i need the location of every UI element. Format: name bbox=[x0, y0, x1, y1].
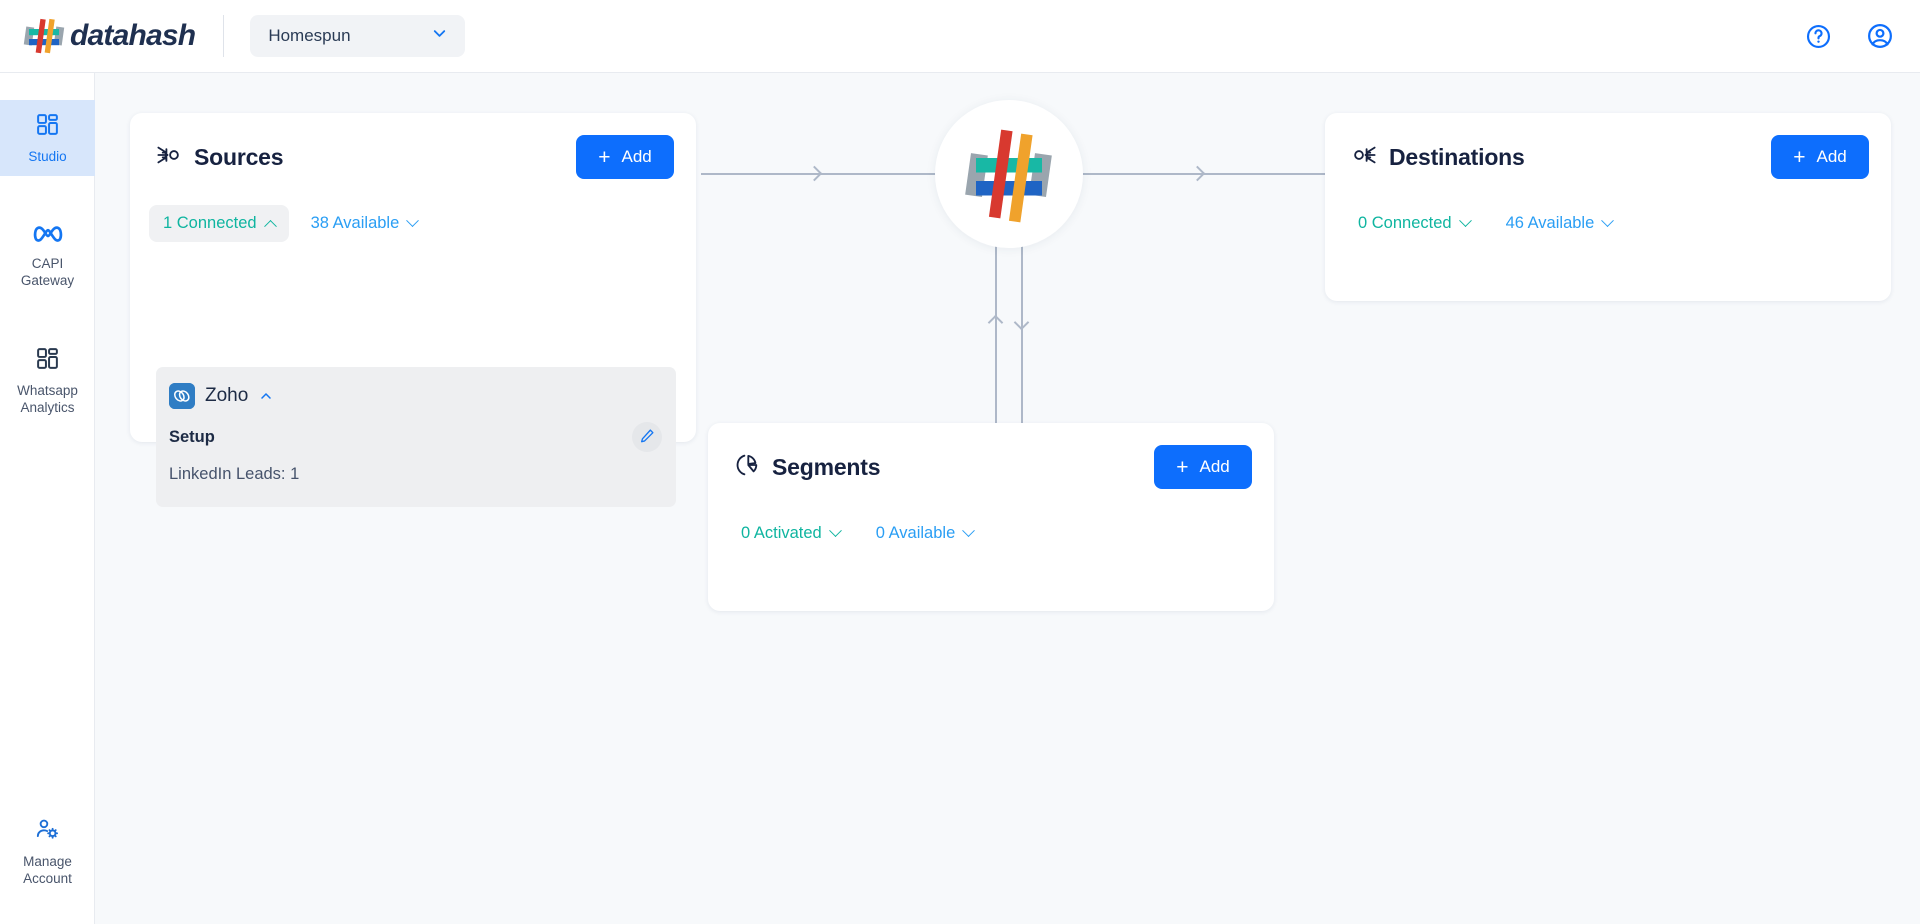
sources-add-label: Add bbox=[621, 147, 652, 166]
connector-segments-to-hub-in bbox=[1021, 243, 1023, 427]
connector-arrow-sources bbox=[809, 168, 820, 179]
user-gear-icon bbox=[35, 817, 60, 847]
zoho-header[interactable]: Zoho bbox=[156, 367, 676, 409]
zoho-setup-row: Setup bbox=[156, 409, 676, 452]
destinations-card-title: Destinations bbox=[1389, 143, 1525, 170]
destinations-chip-available-label: 46 Available bbox=[1505, 214, 1595, 232]
org-selector[interactable]: Homespun bbox=[250, 15, 466, 57]
chevron-down-icon bbox=[1461, 219, 1470, 228]
grid-dashboard-icon bbox=[35, 112, 60, 142]
sources-connected-item-zoho: Zoho Setup LinkedIn Leads: 1 bbox=[156, 367, 676, 507]
zoho-name: Zoho bbox=[205, 385, 249, 406]
chevron-down-icon bbox=[430, 24, 449, 48]
sources-chip-available[interactable]: 38 Available bbox=[297, 205, 432, 242]
header-actions bbox=[1805, 22, 1894, 50]
datahash-hub-node[interactable] bbox=[935, 100, 1083, 248]
brand-name: datahash bbox=[70, 19, 196, 52]
sources-chip-connected[interactable]: 1 Connected bbox=[149, 205, 289, 242]
sidebar-item-label-line2: Analytics bbox=[20, 399, 75, 415]
zoho-detail: LinkedIn Leads: 1 bbox=[169, 465, 300, 483]
zoho-edit-button[interactable] bbox=[632, 422, 662, 452]
connector-arrow-destinations bbox=[1192, 168, 1203, 179]
sidebar-item-whatsapp-analytics[interactable]: Whatsapp Analytics bbox=[0, 334, 95, 427]
sidebar-item-manage-account[interactable]: Manage Account bbox=[0, 805, 95, 898]
sidebar-footer-label-line1: Manage bbox=[23, 854, 72, 870]
segments-chip-activated[interactable]: 0 Activated bbox=[727, 515, 854, 552]
sources-card-header: Sources + Add bbox=[130, 113, 696, 179]
segments-card-title: Segments bbox=[772, 453, 881, 480]
chevron-up-icon bbox=[266, 219, 275, 228]
connector-arrow-segments-down bbox=[1016, 317, 1027, 328]
pencil-edit-icon bbox=[639, 428, 655, 447]
sidebar-item-label: Studio bbox=[28, 149, 67, 164]
sidebar-footer: Manage Account bbox=[0, 805, 95, 898]
datahash-hash-logo-icon bbox=[22, 15, 68, 57]
chevron-down-icon bbox=[408, 219, 417, 228]
chevron-down-icon bbox=[1603, 219, 1612, 228]
destinations-card-header: Destinations + Add bbox=[1325, 113, 1891, 179]
connector-hub-to-segments-out bbox=[995, 243, 997, 427]
studio-canvas: Sources + Add 1 Connected 38 Available bbox=[95, 73, 1920, 924]
connector-arrow-segments-up bbox=[990, 317, 1001, 328]
segments-card: Segments + Add 0 Activated 0 Available bbox=[708, 423, 1274, 611]
account-circle-icon[interactable] bbox=[1866, 22, 1894, 50]
destinations-chip-available[interactable]: 46 Available bbox=[1492, 205, 1627, 242]
sidebar-item-label-line1: CAPI bbox=[31, 255, 64, 271]
segments-filter-chips: 0 Activated 0 Available bbox=[708, 489, 1274, 552]
sidebar-item-studio[interactable]: Studio bbox=[0, 100, 95, 176]
zoho-logo-icon bbox=[169, 383, 195, 409]
sources-card: Sources + Add 1 Connected 38 Available bbox=[130, 113, 696, 507]
sources-card-title: Sources bbox=[194, 143, 284, 170]
chevron-down-icon bbox=[964, 529, 973, 538]
segments-chip-activated-label: 0 Activated bbox=[741, 524, 822, 542]
destinations-add-label: Add bbox=[1816, 147, 1847, 166]
help-circle-icon[interactable] bbox=[1805, 23, 1832, 50]
destinations-chip-connected-label: 0 Connected bbox=[1358, 214, 1452, 232]
destinations-card: Destinations + Add 0 Connected 46 Availa… bbox=[1325, 113, 1891, 301]
arrows-in-to-circle-icon bbox=[156, 142, 182, 173]
sidebar-item-label-line1: Whatsapp bbox=[17, 382, 78, 398]
brand-logo[interactable]: datahash bbox=[22, 15, 196, 57]
segments-card-header: Segments + Add bbox=[708, 423, 1274, 489]
sources-chip-available-label: 38 Available bbox=[310, 214, 400, 232]
sidebar-footer-label-line2: Account bbox=[23, 871, 72, 887]
chevron-down-icon bbox=[831, 529, 840, 538]
plus-icon: + bbox=[598, 145, 611, 169]
sources-add-button[interactable]: + Add bbox=[576, 135, 674, 179]
org-selector-value: Homespun bbox=[268, 26, 351, 45]
segments-chip-available-label: 0 Available bbox=[875, 524, 956, 542]
plus-icon: + bbox=[1176, 455, 1189, 479]
grid-dashboard-icon bbox=[35, 346, 60, 376]
header-divider bbox=[223, 15, 225, 57]
datahash-hash-logo-icon bbox=[962, 124, 1056, 224]
sidebar-item-label-line2: Gateway bbox=[20, 272, 75, 288]
destinations-add-button[interactable]: + Add bbox=[1771, 135, 1869, 179]
segmented-pie-icon bbox=[734, 452, 760, 483]
segments-add-label: Add bbox=[1199, 457, 1230, 476]
sidebar-primary-items: Studio CAPI Gateway bbox=[0, 73, 95, 427]
sources-chip-connected-label: 1 Connected bbox=[163, 214, 257, 232]
sources-filter-chips: 1 Connected 38 Available bbox=[130, 179, 696, 242]
destinations-chip-connected[interactable]: 0 Connected bbox=[1344, 205, 1484, 242]
plus-icon: + bbox=[1793, 145, 1806, 169]
sidebar-item-capi-gateway[interactable]: CAPI Gateway bbox=[0, 210, 95, 300]
chevron-up-icon[interactable] bbox=[258, 388, 274, 404]
circle-to-arrows-out-icon bbox=[1351, 142, 1377, 173]
segments-chip-available[interactable]: 0 Available bbox=[862, 515, 988, 552]
app-header: datahash Homespun bbox=[0, 0, 1920, 73]
destinations-filter-chips: 0 Connected 46 Available bbox=[1325, 179, 1891, 242]
meta-infinity-icon bbox=[33, 222, 63, 249]
zoho-setup-label: Setup bbox=[169, 427, 215, 446]
segments-add-button[interactable]: + Add bbox=[1154, 445, 1252, 489]
left-sidebar: Studio CAPI Gateway bbox=[0, 73, 95, 924]
